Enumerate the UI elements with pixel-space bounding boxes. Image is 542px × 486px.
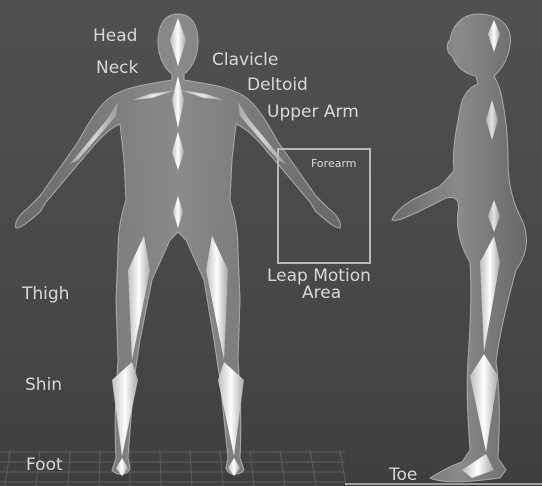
foot-label: Foot (26, 457, 63, 474)
forearm-label: Forearm (311, 158, 357, 169)
head-label: Head (93, 28, 137, 45)
leap-motion-area-label: Area (302, 285, 341, 302)
toe-label: Toe (389, 467, 417, 484)
shin-label: Shin (25, 377, 62, 394)
upper-arm-label: Upper Arm (267, 104, 359, 121)
deltoid-label: Deltoid (247, 77, 308, 94)
thigh-label: Thigh (22, 286, 69, 303)
side-figure (392, 14, 526, 482)
clavicle-label: Clavicle (212, 52, 278, 69)
neck-label: Neck (96, 60, 138, 77)
